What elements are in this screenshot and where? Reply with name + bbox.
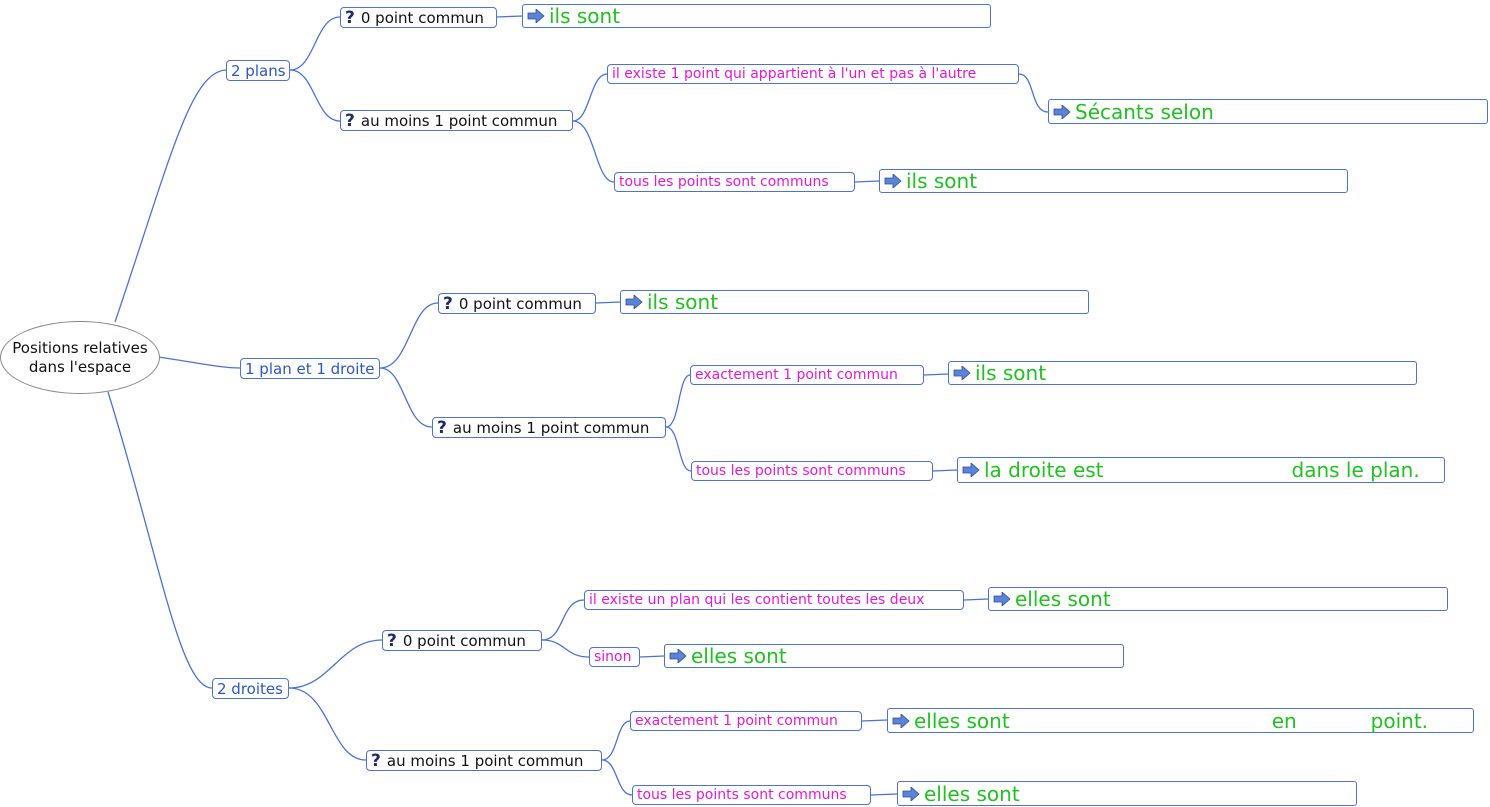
answer-droites-exactement-1[interactable]: elles sont en point. <box>887 708 1474 733</box>
arrow-right-icon <box>527 9 545 23</box>
question-label: au moins 1 point commun <box>360 111 558 130</box>
question-label: 0 point commun <box>402 631 526 650</box>
arrow-right-icon <box>625 295 643 309</box>
question-mark-icon: ? <box>371 750 381 771</box>
condition-2plans-tous-communs[interactable]: tous les points sont communs <box>614 172 855 192</box>
question-plan-droite-au-moins-1[interactable]: ? au moins 1 point commun <box>432 417 666 438</box>
question-mark-icon: ? <box>437 417 447 438</box>
condition-droites-sinon[interactable]: sinon <box>589 647 640 667</box>
category-label: 1 plan et 1 droite <box>245 359 375 378</box>
answer-2plans-0-point[interactable]: ils sont <box>522 4 991 28</box>
question-2plans-au-moins-1[interactable]: ? au moins 1 point commun <box>340 110 573 131</box>
condition-plan-droite-exactement-1[interactable]: exactement 1 point commun <box>690 365 924 385</box>
condition-label: exactement 1 point commun <box>635 713 838 729</box>
condition-droites-meme-plan[interactable]: il existe un plan qui les contient toute… <box>584 590 964 610</box>
root-line-2: dans l'espace <box>28 357 132 376</box>
answer-plan-droite-exactement-1[interactable]: ils sont <box>948 361 1417 385</box>
condition-label: exactement 1 point commun <box>695 367 898 383</box>
arrow-right-icon <box>884 174 902 188</box>
question-2plans-0-point[interactable]: ? 0 point commun <box>340 7 497 28</box>
answer-label: ils sont <box>647 290 719 314</box>
question-mark-icon: ? <box>345 110 355 131</box>
answer-label: ils sont <box>906 169 978 193</box>
link-2plans-q0 <box>289 16 341 71</box>
category-label: 2 droites <box>217 679 283 698</box>
answer-droites-sinon[interactable]: elles sont <box>664 644 1124 668</box>
link-root-plan-droite <box>157 356 241 369</box>
answer-2plans-secants[interactable]: Sécants selon <box>1048 99 1488 124</box>
answer-label-end: dans le plan. <box>1291 458 1420 482</box>
condition-label: tous les points sont communs <box>619 174 829 190</box>
arrow-right-icon <box>953 366 971 380</box>
condition-label: il existe 1 point qui appartient à l'un … <box>612 66 977 82</box>
question-mark-icon: ? <box>345 7 355 28</box>
category-2-plans[interactable]: 2 plans <box>226 60 290 81</box>
answer-label-end: point. <box>1370 708 1429 733</box>
condition-droites-tous-communs[interactable]: tous les points sont communs <box>632 785 871 805</box>
condition-plan-droite-tous-communs[interactable]: tous les points sont communs <box>691 461 933 481</box>
question-droites-au-moins-1[interactable]: ? au moins 1 point commun <box>366 750 602 771</box>
answer-label-start: la droite est <box>984 458 1104 482</box>
answer-label-start: elles sont <box>914 708 1010 733</box>
answer-label-mid: en <box>1271 708 1297 733</box>
condition-label: sinon <box>594 649 632 665</box>
answer-label: ils sont <box>549 4 621 28</box>
question-label: 0 point commun <box>360 8 484 27</box>
answer-droites-tous-communs[interactable]: elles sont <box>897 781 1357 806</box>
condition-label: tous les points sont communs <box>637 787 847 803</box>
link-2plans-q1 <box>289 69 341 122</box>
condition-label: il existe un plan qui les contient toute… <box>589 592 925 608</box>
answer-label: ils sont <box>975 361 1047 385</box>
link-root-2plans <box>114 69 227 323</box>
question-droites-0-point[interactable]: ? 0 point commun <box>382 630 542 651</box>
condition-2plans-1-point-un-pas-autre[interactable]: il existe 1 point qui appartient à l'un … <box>607 64 1019 84</box>
answer-plan-droite-0-point[interactable]: ils sont <box>620 290 1089 314</box>
answer-label: elles sont <box>924 781 1020 806</box>
condition-droites-exactement-1[interactable]: exactement 1 point commun <box>630 711 862 731</box>
answer-plan-droite-tous-communs[interactable]: la droite est dans le plan. <box>957 457 1445 483</box>
answer-label: Sécants selon <box>1075 99 1214 124</box>
answer-droites-meme-plan[interactable]: elles sont <box>988 587 1448 611</box>
arrow-right-icon <box>1053 104 1071 119</box>
arrow-right-icon <box>962 463 980 477</box>
arrow-right-icon <box>669 649 687 663</box>
condition-label: tous les points sont communs <box>696 463 906 479</box>
question-label: au moins 1 point commun <box>452 418 650 437</box>
answer-label: elles sont <box>1015 587 1111 611</box>
arrow-right-icon <box>902 786 920 801</box>
question-mark-icon: ? <box>443 293 453 314</box>
question-label: au moins 1 point commun <box>386 751 584 770</box>
root-node[interactable]: Positions relatives dans l'espace <box>0 321 160 394</box>
answer-label: elles sont <box>691 644 787 668</box>
category-label: 2 plans <box>231 61 286 80</box>
question-mark-icon: ? <box>387 630 397 651</box>
category-2-droites[interactable]: 2 droites <box>212 678 289 699</box>
question-label: 0 point commun <box>458 294 582 313</box>
arrow-right-icon <box>993 592 1011 606</box>
root-line-1: Positions relatives <box>12 338 148 357</box>
answer-2plans-tous-communs[interactable]: ils sont <box>879 169 1348 193</box>
link-root-2droites <box>107 391 213 689</box>
question-plan-droite-0-point[interactable]: ? 0 point commun <box>438 293 596 314</box>
arrow-right-icon <box>892 713 910 728</box>
category-plan-et-droite[interactable]: 1 plan et 1 droite <box>240 358 380 379</box>
